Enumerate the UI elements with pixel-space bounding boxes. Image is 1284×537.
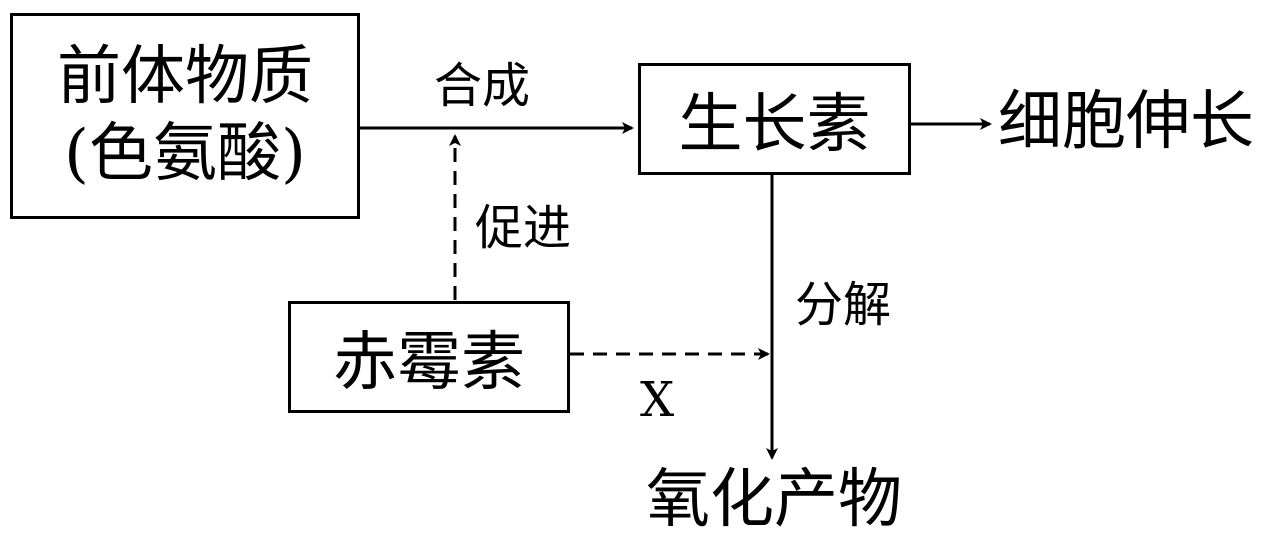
- precursor-box: 前体物质 (色氨酸): [10, 13, 360, 219]
- auxin-label: 生长素: [678, 88, 871, 162]
- x-label: X: [640, 372, 675, 428]
- cell-elongation-label: 细胞伸长: [998, 85, 1254, 159]
- gibberellin-label: 赤霉素: [333, 326, 525, 400]
- gibberellin-box: 赤霉素: [288, 301, 570, 413]
- synthesis-label: 合成: [434, 58, 531, 114]
- oxidation-products-label: 氧化产物: [646, 463, 902, 537]
- auxin-box: 生长素: [638, 63, 911, 175]
- decompose-label: 分解: [795, 277, 892, 333]
- precursor-sublabel: (色氨酸): [64, 117, 306, 191]
- promote-label: 促进: [475, 200, 572, 256]
- precursor-label: 前体物质: [57, 40, 313, 115]
